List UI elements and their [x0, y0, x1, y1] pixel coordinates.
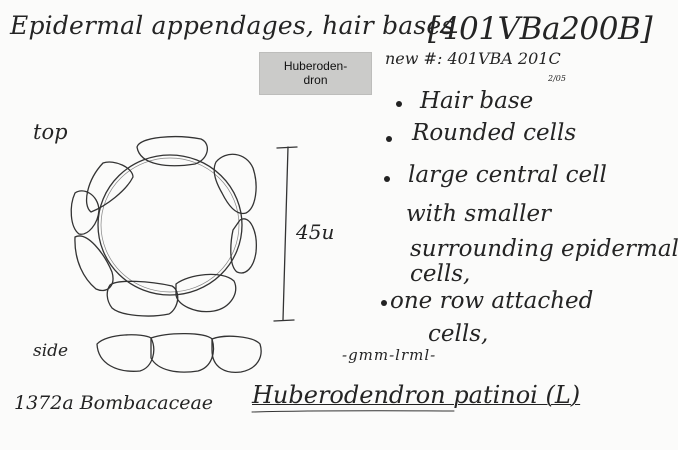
bullet-icon: [386, 136, 392, 142]
note-central-cell-line-1: large central cell: [408, 164, 607, 187]
scale-label: 45u: [296, 222, 334, 242]
central-cell: [98, 155, 242, 295]
note-one-row-line-1: one row attached: [390, 290, 593, 313]
surrounding-cell: [71, 191, 99, 234]
scale-bar: [283, 147, 288, 320]
side-view-cell: [97, 335, 154, 371]
side-view-cell: [151, 334, 213, 372]
side-view-label: side: [33, 343, 68, 360]
surrounding-cell: [137, 137, 207, 166]
bullet-icon: [384, 176, 390, 182]
surrounding-cell: [231, 219, 257, 273]
note-central-cell-line-2: with smaller: [406, 203, 551, 226]
note-rounded-cells: Rounded cells: [412, 122, 576, 145]
bullet-icon: [381, 300, 387, 306]
note-hair-base: Hair base: [420, 90, 533, 113]
surrounding-cell: [75, 236, 113, 291]
species-name: Huberodendron patinoi (L): [252, 383, 580, 407]
accession-family: 1372a Bombacaceae: [14, 394, 213, 413]
note-central-cell-line-3: surrounding epidermal: [410, 238, 678, 261]
top-view-label: top: [33, 122, 68, 143]
side-view-cell: [212, 336, 261, 372]
author-initials: -gmm-lrml-: [342, 348, 436, 363]
note-central-cell-line-4: cells,: [410, 263, 470, 286]
note-one-row-line-2: cells,: [428, 323, 488, 346]
bullet-icon: [396, 101, 402, 107]
surrounding-cell: [214, 154, 256, 213]
